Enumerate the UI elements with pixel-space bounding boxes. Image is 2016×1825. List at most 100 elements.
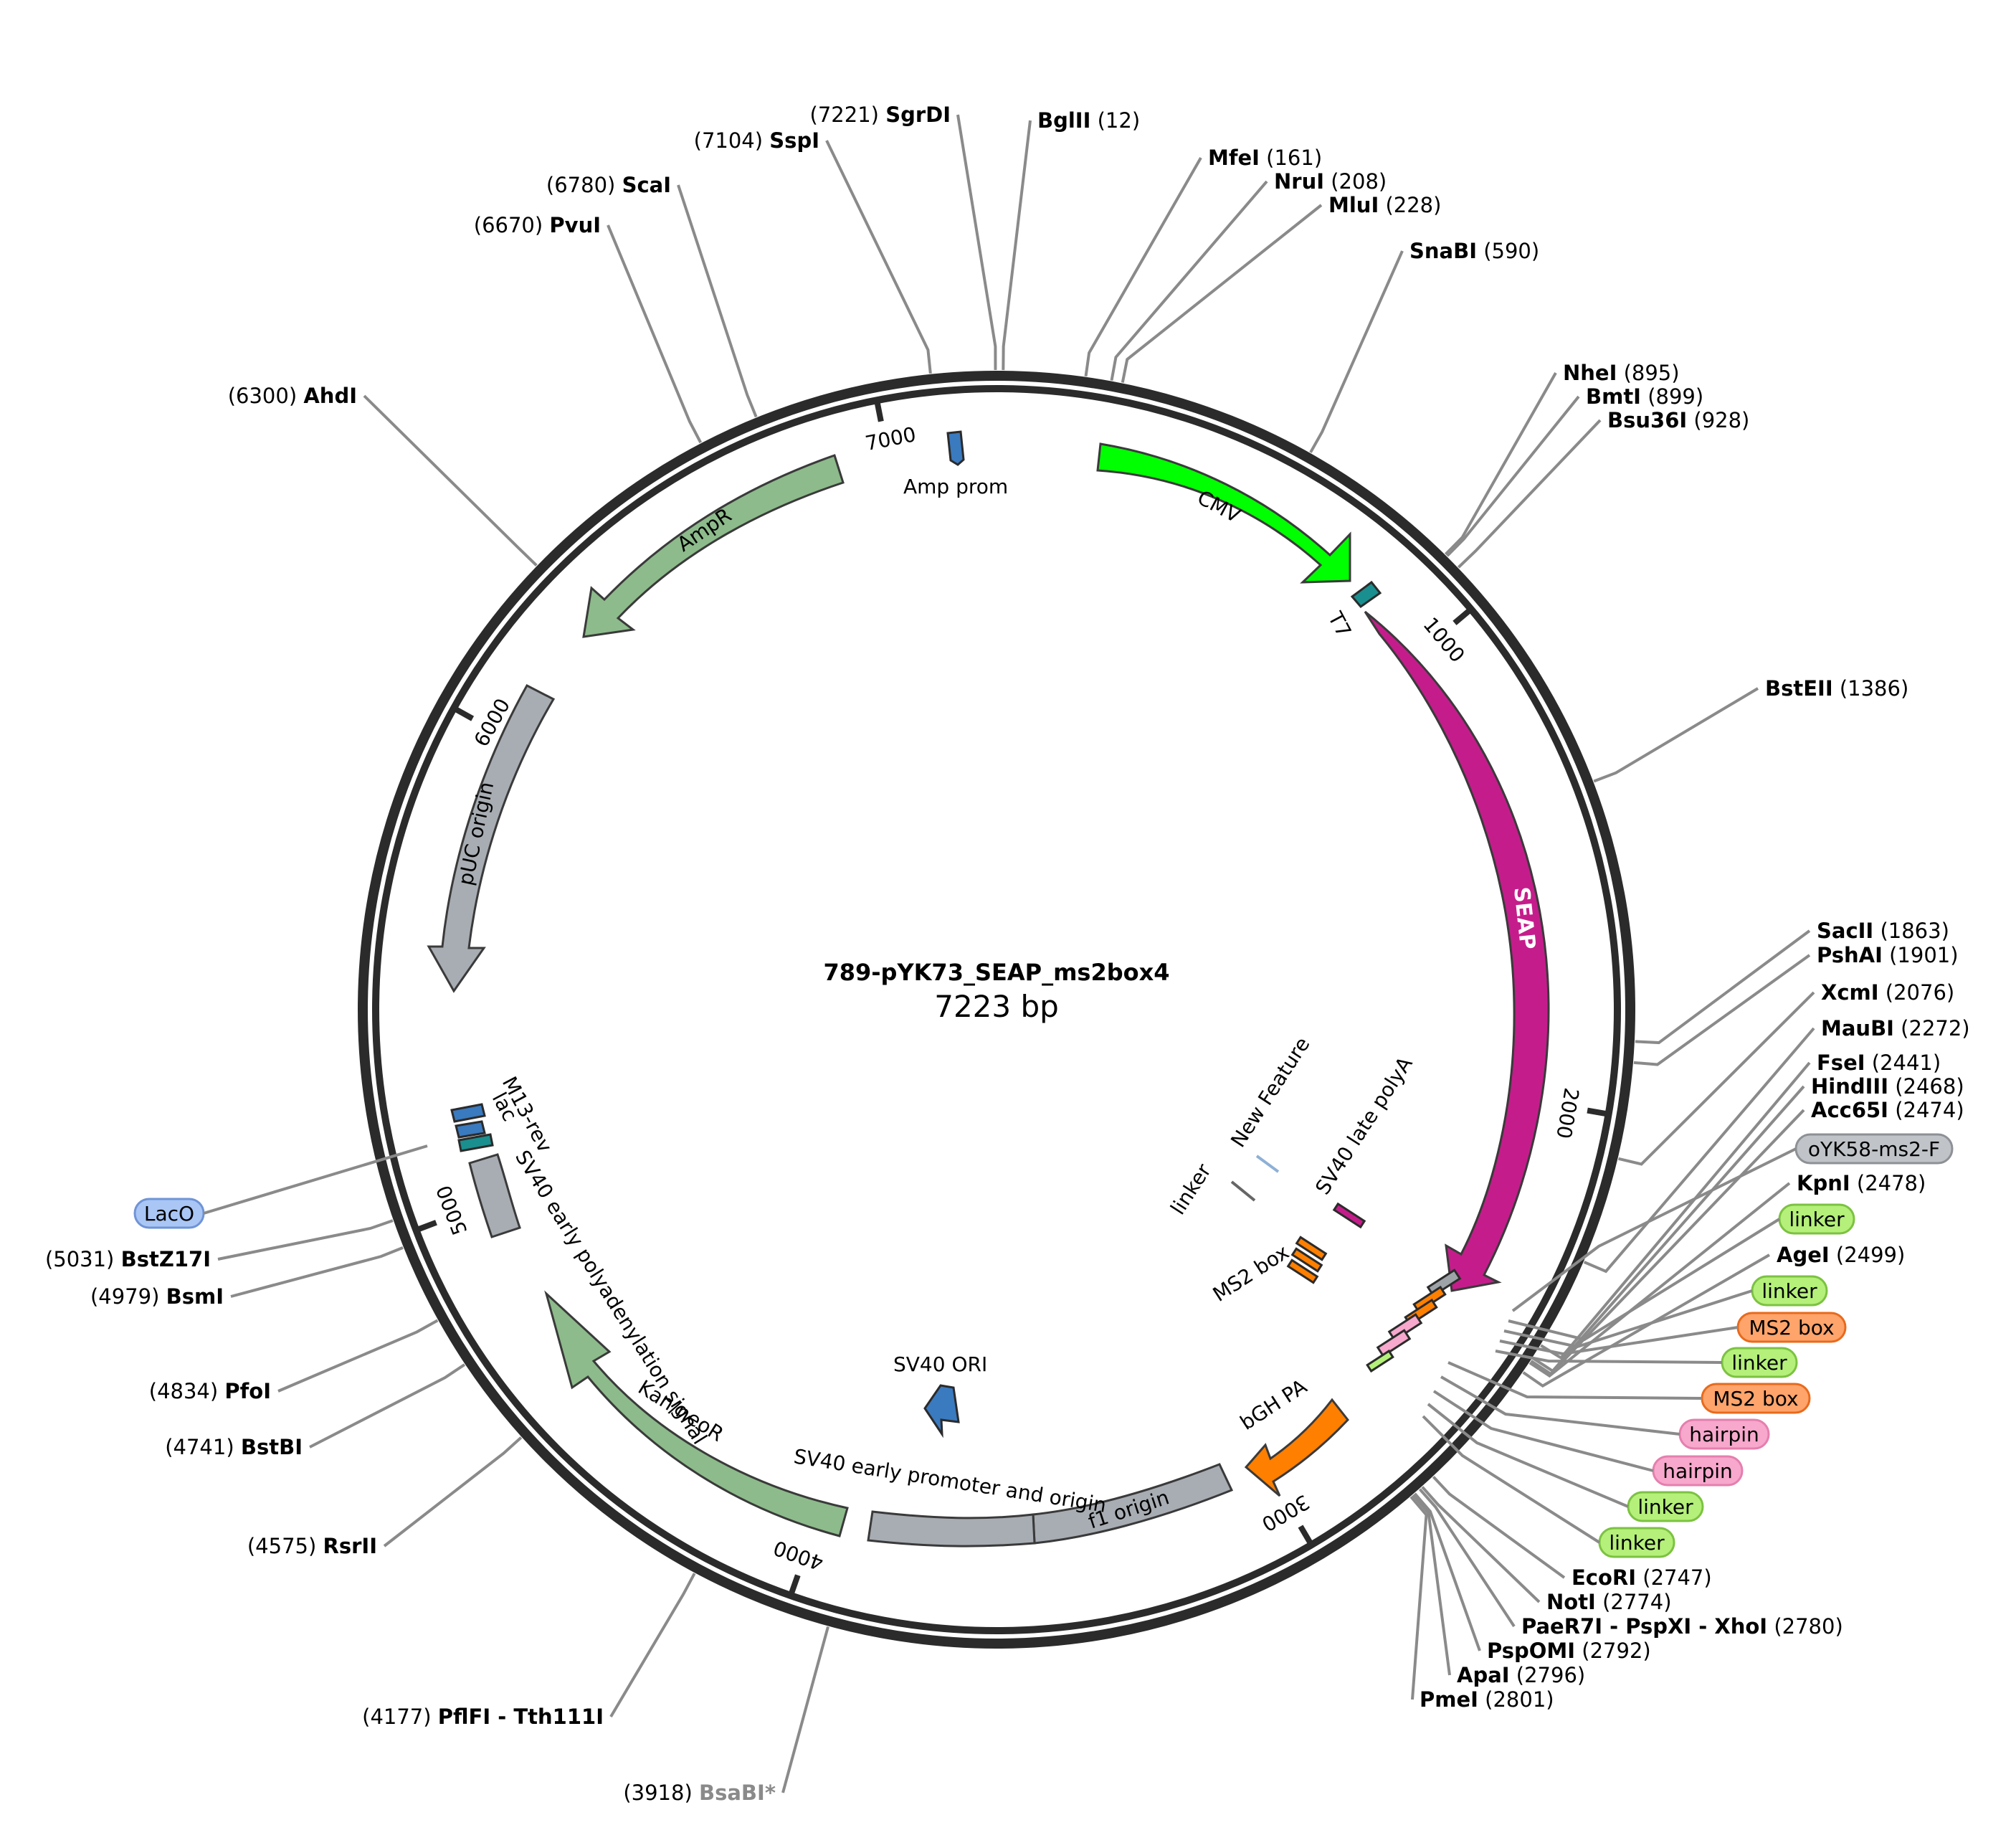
site-label[interactable]: Acc65I (2474): [1811, 1098, 1964, 1122]
feature-t7[interactable]: [1350, 580, 1382, 609]
feature-sv40-late-polya-label: SV40 late polyA: [1311, 1053, 1417, 1199]
feature-amp-prom[interactable]: [946, 430, 965, 466]
site-label[interactable]: (6780) ScaI: [546, 173, 671, 197]
site-name: KpnI: [1797, 1171, 1850, 1195]
site-label[interactable]: (4979) BsmI: [90, 1284, 224, 1309]
site-label[interactable]: KpnI (2478): [1797, 1171, 1926, 1195]
pill-laco[interactable]: LacO: [133, 1198, 205, 1229]
site-leader: [1412, 1494, 1451, 1676]
tick-mark-3000: [1298, 1525, 1313, 1545]
site-position: (2774): [1596, 1590, 1672, 1614]
site-leader: [1528, 1182, 1791, 1378]
site-name: BmtI: [1586, 384, 1641, 409]
site-label[interactable]: (6300) AhdI: [228, 384, 357, 408]
site-label[interactable]: NruI (208): [1274, 169, 1387, 194]
pill-linker-3[interactable]: linker: [1721, 1347, 1798, 1378]
site-label[interactable]: (7221) SgrDI: [810, 103, 951, 127]
feature-bgh-pa-label: bGH PA: [1236, 1375, 1311, 1435]
feature-ms2-box-inner-3[interactable]: [1286, 1258, 1319, 1284]
site-label[interactable]: MluI (228): [1328, 193, 1441, 217]
site-label[interactable]: FseI (2441): [1817, 1051, 1941, 1075]
site-name: BstEII: [1765, 676, 1833, 701]
feature-new-feature-label: New Feature: [1226, 1033, 1314, 1151]
site-label[interactable]: PmeI (2801): [1420, 1687, 1554, 1712]
site-name: BglII: [1037, 108, 1090, 133]
feature-sv40-promoter[interactable]: [867, 1510, 1036, 1547]
site-label[interactable]: BmtI (899): [1586, 384, 1703, 409]
site-leader: [1409, 1496, 1428, 1700]
site-name: PfoI: [224, 1379, 271, 1403]
site-name: PmeI: [1420, 1687, 1478, 1712]
site-label[interactable]: HindIII (2468): [1811, 1074, 1964, 1099]
feature-ms2-box-inner-2[interactable]: [1290, 1247, 1323, 1273]
pill-linker-4[interactable]: linker: [1627, 1491, 1704, 1522]
feature-ms2-box-inner-1[interactable]: [1295, 1236, 1328, 1261]
site-label[interactable]: BglII (12): [1037, 108, 1140, 133]
site-leader: [309, 1363, 466, 1449]
site-label[interactable]: (5031) BstZ17I: [45, 1247, 211, 1271]
feature-cmv[interactable]: [1096, 442, 1351, 584]
site-label[interactable]: (6670) PvuI: [474, 213, 601, 237]
site-label[interactable]: (4834) PfoI: [149, 1379, 271, 1403]
pill-hairpin-1[interactable]: hairpin: [1678, 1418, 1770, 1450]
site-label[interactable]: XcmI (2076): [1821, 980, 1954, 1005]
pill-hairpin-1-label: hairpin: [1689, 1423, 1759, 1446]
feature-kan-neor[interactable]: [544, 1290, 849, 1537]
feature-sv40-ori[interactable]: [923, 1384, 960, 1438]
feature-bgh-pa[interactable]: [1244, 1398, 1349, 1497]
tick-mark-1000: [1452, 608, 1472, 625]
site-label[interactable]: BstEII (1386): [1765, 676, 1908, 701]
site-label[interactable]: (3918) BsaBI*: [623, 1781, 776, 1805]
site-leader: [1432, 1476, 1566, 1579]
site-label[interactable]: ApaI (2796): [1457, 1663, 1585, 1687]
feature-lac[interactable]: [455, 1120, 486, 1139]
feature-lac-block[interactable]: [457, 1133, 494, 1152]
feature-puc-origin[interactable]: [427, 684, 556, 993]
pill-linker-1[interactable]: linker: [1778, 1203, 1855, 1235]
pill-hairpin-2[interactable]: hairpin: [1652, 1455, 1744, 1487]
feature-seap[interactable]: [1364, 610, 1550, 1292]
site-leader: [677, 184, 758, 418]
pill-linker-2[interactable]: linker: [1751, 1275, 1828, 1307]
site-name: BsaBI*: [699, 1781, 776, 1805]
site-label[interactable]: PshAI (1901): [1817, 943, 1959, 967]
feature-linker-block[interactable]: [1366, 1349, 1394, 1373]
site-name: SnaBI: [1409, 239, 1477, 263]
site-position: (1901): [1883, 943, 1959, 967]
feature-m13-rev[interactable]: [450, 1103, 486, 1123]
site-label[interactable]: (4741) BstBI: [165, 1435, 303, 1459]
site-label[interactable]: MauBI (2272): [1821, 1016, 1970, 1041]
feature-sv40-late-polya-inner[interactable]: [1332, 1202, 1366, 1229]
site-label[interactable]: PaeR7I - PspXI - XhoI (2780): [1521, 1614, 1843, 1639]
site-name: PvuI: [549, 213, 601, 237]
site-position: (2780): [1767, 1614, 1843, 1639]
feature-hairpin-block-2[interactable]: [1376, 1329, 1412, 1357]
pill-oyk58[interactable]: oYK58-ms2-F: [1794, 1133, 1954, 1165]
site-label[interactable]: (7104) SspI: [694, 128, 819, 153]
site-leader: [277, 1319, 439, 1393]
site-label[interactable]: NotI (2774): [1546, 1590, 1672, 1614]
site-name: EcoRI: [1572, 1565, 1636, 1590]
feature-ampr[interactable]: [582, 454, 845, 638]
site-name: AgeI: [1777, 1243, 1830, 1267]
site-label[interactable]: NheI (895): [1563, 361, 1680, 385]
pill-linker-5[interactable]: linker: [1598, 1527, 1675, 1558]
site-label[interactable]: SnaBI (590): [1409, 239, 1539, 263]
site-label[interactable]: AgeI (2499): [1777, 1243, 1905, 1267]
pill-ms2-box-2[interactable]: MS2 box: [1701, 1383, 1811, 1414]
site-label[interactable]: (4177) PflFI - Tth111I: [362, 1705, 604, 1729]
site-leader: [1444, 372, 1557, 556]
pill-ms2-box-1[interactable]: MS2 box: [1736, 1312, 1847, 1343]
site-label[interactable]: SacII (1863): [1817, 919, 1949, 943]
feature-new-feature-inner[interactable]: [1255, 1155, 1280, 1173]
site-label[interactable]: (4575) RsrII: [247, 1534, 377, 1558]
feature-sv40-polya[interactable]: [468, 1153, 521, 1238]
site-position: (2747): [1636, 1565, 1712, 1590]
site-label[interactable]: EcoRI (2747): [1572, 1565, 1712, 1590]
tick-mark-4000: [789, 1574, 801, 1595]
site-label[interactable]: Bsu36I (928): [1607, 408, 1749, 432]
site-leader: [1002, 120, 1032, 371]
site-label[interactable]: PspOMI (2792): [1487, 1639, 1651, 1663]
site-label[interactable]: MfeI (161): [1208, 146, 1322, 170]
feature-linker-inner[interactable]: [1230, 1180, 1256, 1202]
